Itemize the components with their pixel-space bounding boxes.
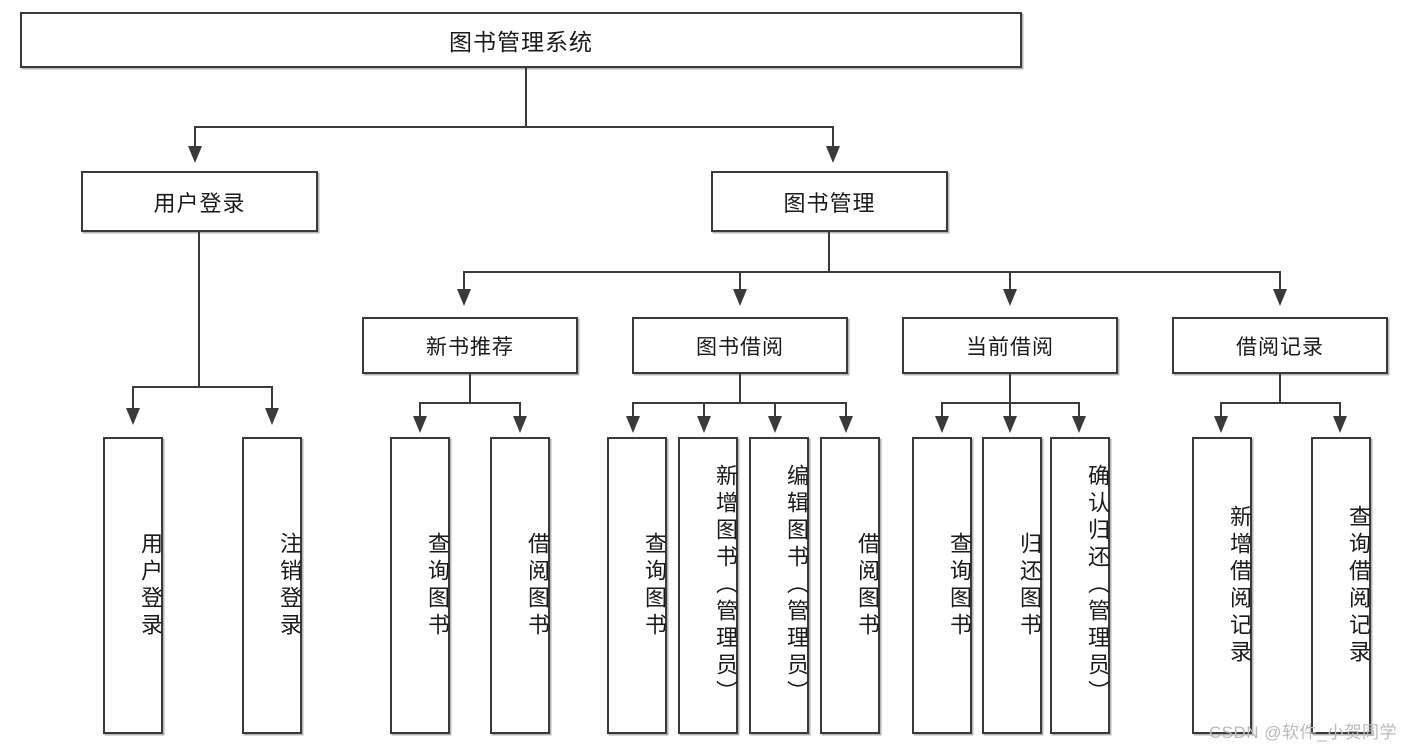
edge-bb-drop-4 [845, 402, 847, 418]
arrowhead-br-leaf-1 [1214, 416, 1228, 433]
arrowhead-leaf-user-login [126, 408, 140, 425]
leaf-label: 新增借阅记录 [1227, 504, 1252, 667]
arrowhead-bb-leaf-2 [697, 416, 711, 433]
edge-nbr-drop-2 [519, 402, 521, 418]
arrowhead-user-login [188, 146, 202, 163]
edge-nbr-bus [419, 402, 520, 404]
edge-user-login-bus [132, 386, 272, 388]
arrowhead-new-book-recommend [457, 289, 471, 306]
node-label: 图书管理 [783, 190, 876, 216]
leaf-user-login[interactable]: 用户登录 [103, 437, 163, 734]
leaf-query-borrow-record[interactable]: 查询借阅记录 [1311, 437, 1371, 734]
node-borrow-records[interactable]: 借阅记录 [1172, 317, 1388, 374]
edge-book-management-bus [463, 271, 1281, 273]
edge-user-login-stem [198, 232, 200, 387]
edge-bm-drop-new-book [463, 271, 465, 291]
node-label: 图书借阅 [696, 335, 784, 359]
node-current-borrow[interactable]: 当前借阅 [902, 317, 1118, 374]
leaf-add-book-admin[interactable]: 新增图书（管理员） [678, 437, 738, 734]
edge-root-to-user-login [194, 126, 196, 148]
edge-book-management-stem [828, 232, 830, 272]
arrowhead-cb-leaf-3 [1072, 416, 1086, 433]
leaf-label: 借阅图书 [525, 531, 550, 640]
node-label: 新书推荐 [426, 335, 514, 359]
arrowhead-leaf-logout [265, 408, 279, 425]
leaf-label: 确认归还（管理员） [1085, 464, 1110, 707]
leaf-label: 归还图书 [1017, 531, 1042, 640]
edge-br-bus [1220, 402, 1340, 404]
edge-bb-drop-1 [632, 402, 634, 418]
leaf-label: 新增图书（管理员） [713, 464, 738, 707]
leaf-label: 用户登录 [138, 531, 163, 640]
leaf-logout[interactable]: 注销登录 [242, 437, 302, 734]
edge-nbr-stem [469, 374, 471, 403]
leaf-label: 借阅图书 [855, 531, 880, 640]
leaf-add-borrow-record[interactable]: 新增借阅记录 [1192, 437, 1252, 734]
edge-br-drop-1 [1220, 402, 1222, 418]
edge-bm-drop-current-borrow [1009, 271, 1011, 291]
arrowhead-borrow-records [1273, 289, 1287, 306]
leaf-query-book-cb[interactable]: 查询图书 [912, 437, 972, 734]
leaf-label: 注销登录 [277, 531, 302, 640]
edge-bb-stem [739, 374, 741, 403]
edge-cb-drop-1 [941, 402, 943, 418]
arrowhead-br-leaf-2 [1333, 416, 1347, 433]
arrowhead-book-borrow [733, 289, 747, 306]
leaf-borrow-book-nbr[interactable]: 借阅图书 [490, 437, 550, 734]
edge-user-login-drop-1 [132, 386, 134, 410]
node-root-book-management-system[interactable]: 图书管理系统 [20, 12, 1022, 68]
edge-bm-drop-book-borrow [739, 271, 741, 291]
edge-user-login-drop-2 [271, 386, 273, 410]
edge-cb-drop-2 [1009, 402, 1011, 418]
edge-bb-drop-2 [703, 402, 705, 418]
leaf-return-book[interactable]: 归还图书 [982, 437, 1042, 734]
node-label: 用户登录 [153, 190, 246, 216]
edge-cb-drop-3 [1078, 402, 1080, 418]
edge-cb-stem [1009, 374, 1011, 403]
arrowhead-cb-leaf-1 [935, 416, 949, 433]
edge-root-to-book-management [832, 126, 834, 148]
leaf-query-book-bb[interactable]: 查询图书 [607, 437, 667, 734]
node-label: 当前借阅 [966, 335, 1054, 359]
arrowhead-nbr-leaf-1 [413, 416, 427, 433]
leaf-label: 编辑图书（管理员） [784, 464, 809, 707]
node-label: 图书管理系统 [449, 29, 593, 55]
edge-root-bus [194, 126, 834, 128]
arrowhead-book-management [826, 146, 840, 163]
node-book-borrow[interactable]: 图书借阅 [632, 317, 848, 374]
leaf-label: 查询图书 [642, 531, 667, 640]
arrowhead-nbr-leaf-2 [513, 416, 527, 433]
edge-bb-bus [632, 402, 847, 404]
edge-br-drop-2 [1339, 402, 1341, 418]
node-book-management[interactable]: 图书管理 [711, 171, 948, 232]
arrowhead-bb-leaf-1 [626, 416, 640, 433]
leaf-confirm-return-admin[interactable]: 确认归还（管理员） [1050, 437, 1110, 734]
watermark-text: CSDN @软件_小贺同学 [1208, 723, 1397, 742]
leaf-query-book-nbr[interactable]: 查询图书 [390, 437, 450, 734]
arrowhead-bb-leaf-4 [839, 416, 853, 433]
edge-nbr-drop-1 [419, 402, 421, 418]
leaf-borrow-book-bb[interactable]: 借阅图书 [820, 437, 880, 734]
leaf-edit-book-admin[interactable]: 编辑图书（管理员） [749, 437, 809, 734]
node-label: 借阅记录 [1236, 335, 1324, 359]
edge-br-stem [1279, 374, 1281, 403]
arrowhead-current-borrow [1003, 289, 1017, 306]
edge-root-stem [525, 68, 527, 126]
arrowhead-bb-leaf-3 [768, 416, 782, 433]
leaf-label: 查询借阅记录 [1346, 504, 1371, 667]
node-new-book-recommend[interactable]: 新书推荐 [362, 317, 578, 374]
node-user-login[interactable]: 用户登录 [81, 171, 318, 232]
leaf-label: 查询图书 [947, 531, 972, 640]
edge-bb-drop-3 [774, 402, 776, 418]
arrowhead-cb-leaf-2 [1003, 416, 1017, 433]
edge-bm-drop-borrow-records [1279, 271, 1281, 291]
leaf-label: 查询图书 [425, 531, 450, 640]
